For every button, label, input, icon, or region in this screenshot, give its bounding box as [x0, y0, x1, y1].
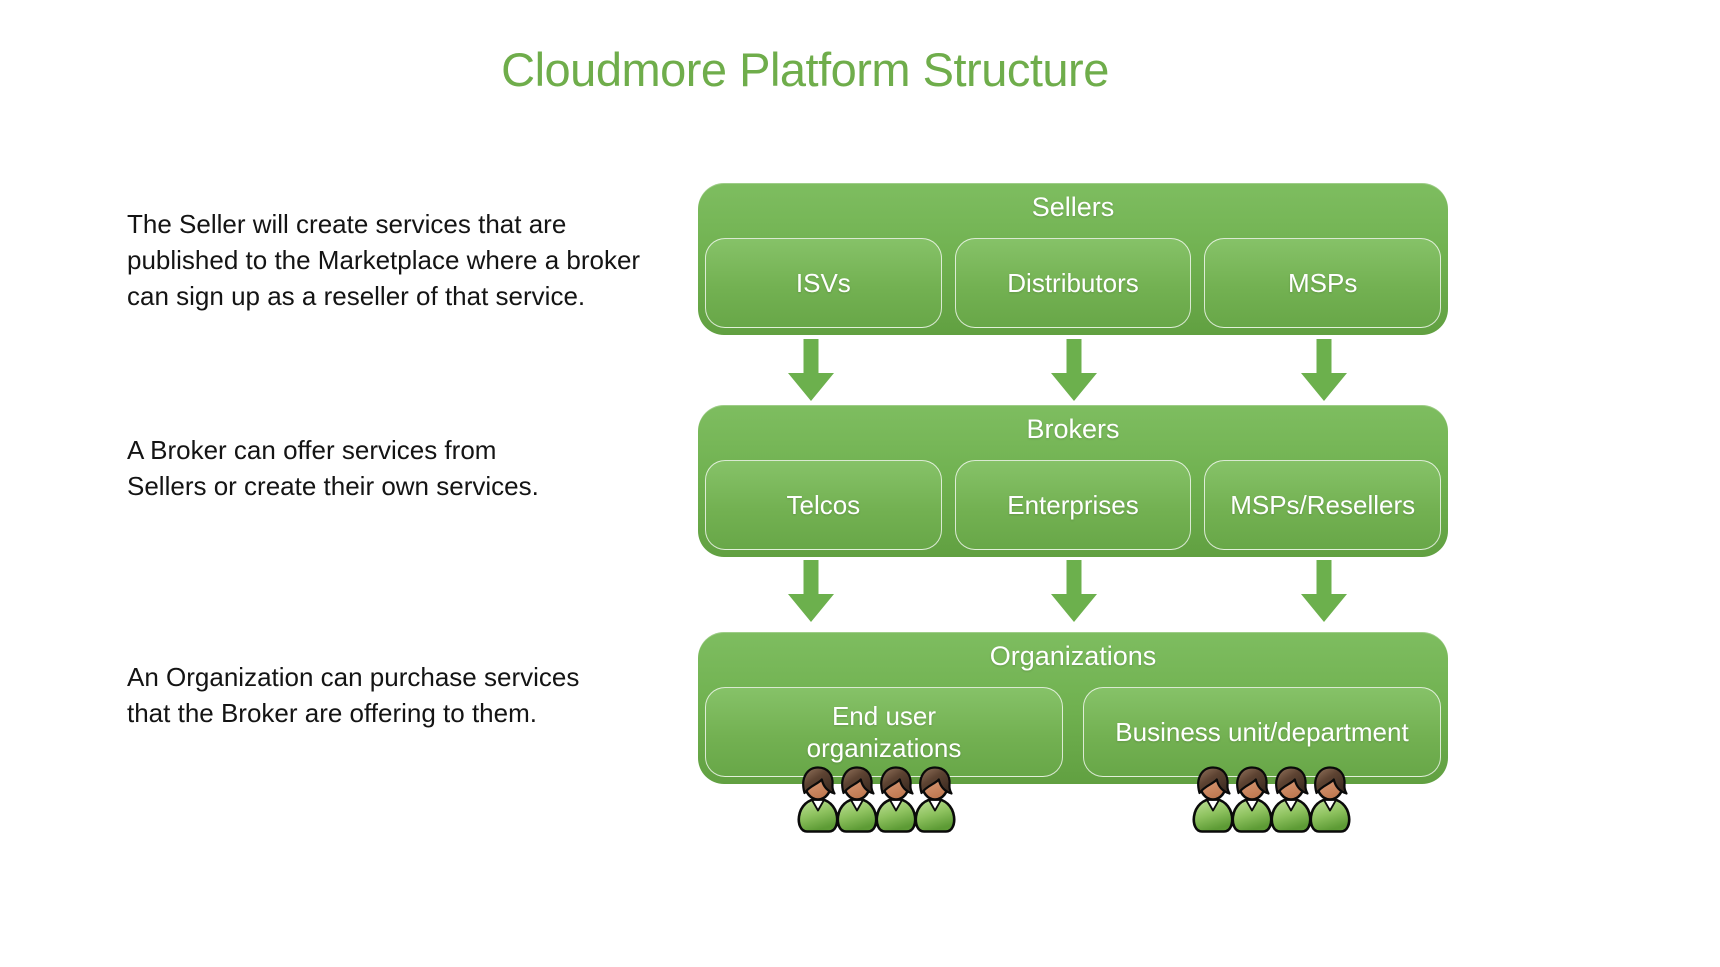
- box-end-user-organizations: End user organizations: [705, 687, 1063, 777]
- level-brokers-label: Brokers: [1026, 414, 1120, 444]
- box-msps-label: MSPs: [1288, 268, 1358, 298]
- people-group-end-user-organizations: [791, 764, 962, 834]
- box-msps: MSPs: [1204, 238, 1442, 328]
- annotation-line: can sign up as a reseller of that servic…: [127, 281, 586, 311]
- level-organizations: Organizations End user organizations Bus…: [698, 632, 1448, 784]
- down-arrow-icon: [1051, 339, 1097, 401]
- level-brokers-children: Telcos Enterprises MSPs/Resellers: [705, 460, 1442, 550]
- down-arrow-icon: [1051, 560, 1097, 622]
- box-msps-resellers: MSPs/Resellers: [1204, 460, 1442, 550]
- box-business-unit-department: Business unit/department: [1083, 687, 1441, 777]
- box-end-user-organizations-label: End user organizations: [806, 701, 962, 763]
- annotation-organizations: An Organization can purchase services th…: [127, 659, 579, 731]
- down-arrow-icon: [1301, 560, 1347, 622]
- level-brokers: Brokers Telcos Enterprises MSPs/Reseller…: [698, 405, 1448, 557]
- annotation-line: An Organization can purchase services: [127, 662, 580, 692]
- annotation-line: The Seller will create services that are: [127, 209, 567, 239]
- box-telcos-label: Telcos: [786, 490, 861, 520]
- annotation-line: A Broker can offer services from: [127, 435, 497, 465]
- level-sellers-children: ISVs Distributors MSPs: [705, 238, 1442, 328]
- box-telcos: Telcos: [705, 460, 942, 550]
- box-distributors: Distributors: [954, 238, 1192, 328]
- level-sellers-label: Sellers: [1031, 192, 1115, 222]
- box-business-unit-department-label: Business unit/department: [1115, 717, 1409, 747]
- level-organizations-children: End user organizations Business unit/dep…: [705, 687, 1441, 777]
- box-isvs-label: ISVs: [795, 268, 851, 298]
- people-group-business-unit: [1186, 764, 1357, 834]
- annotation-line: Sellers or create their own services.: [127, 471, 539, 501]
- down-arrow-icon: [788, 560, 834, 622]
- level-organizations-label: Organizations: [989, 641, 1157, 671]
- level-sellers: Sellers ISVs Distributors MSPs: [698, 183, 1448, 335]
- box-enterprises: Enterprises: [954, 460, 1192, 550]
- down-arrow-icon: [1301, 339, 1347, 401]
- box-distributors-label: Distributors: [1007, 268, 1139, 298]
- annotation-line: published to the Marketplace where a bro…: [127, 245, 641, 275]
- box-msps-resellers-label: MSPs/Resellers: [1230, 490, 1416, 520]
- annotation-line: that the Broker are offering to them.: [127, 698, 537, 728]
- annotation-brokers: A Broker can offer services from Sellers…: [127, 432, 539, 504]
- person-icon: [1309, 766, 1351, 833]
- box-isvs: ISVs: [705, 238, 942, 328]
- box-enterprises-label: Enterprises: [1007, 490, 1139, 520]
- person-icon: [914, 766, 956, 833]
- annotation-sellers: The Seller will create services that are…: [127, 206, 640, 314]
- down-arrow-icon: [788, 339, 834, 401]
- page-title: Cloudmore Platform Structure: [501, 43, 1109, 96]
